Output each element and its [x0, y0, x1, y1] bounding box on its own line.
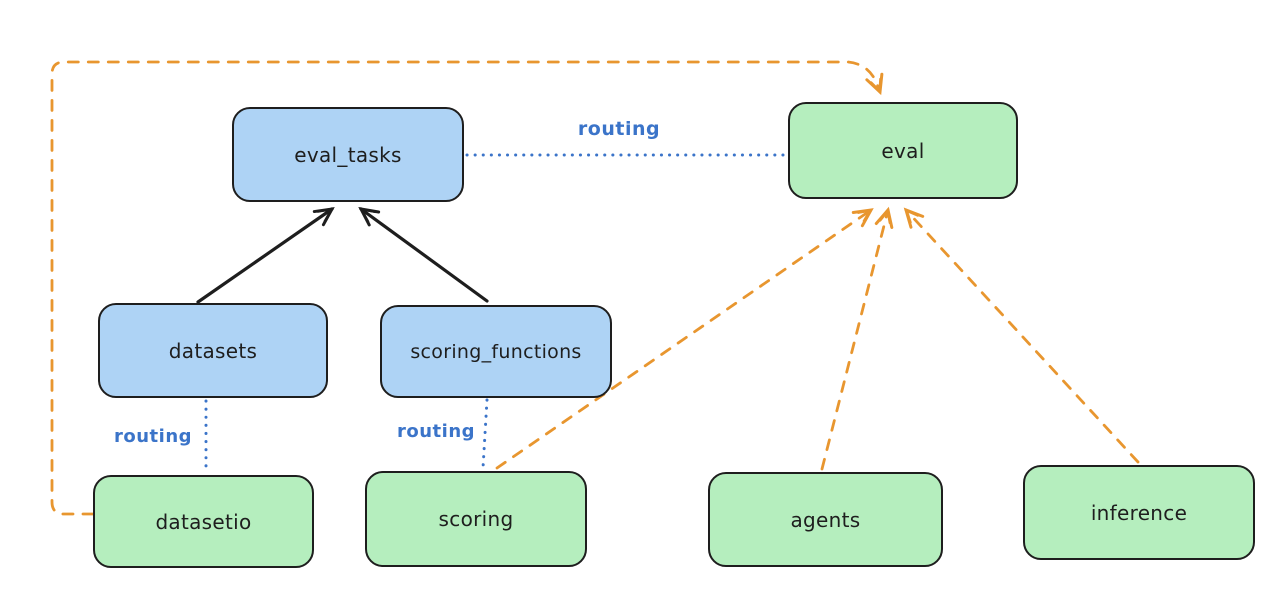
node-eval-tasks-label: eval_tasks	[294, 142, 402, 167]
node-scoring-functions: scoring_functions	[380, 305, 612, 398]
edge-inference-to-eval	[903, 207, 1140, 464]
node-eval: eval	[788, 102, 1018, 199]
node-agents-label: agents	[790, 507, 861, 532]
node-eval-tasks: eval_tasks	[232, 107, 464, 202]
edge-datasets-to-eval-tasks	[196, 207, 335, 304]
edge-agents-to-eval	[820, 206, 894, 471]
node-scoring-label: scoring	[438, 507, 514, 531]
edge-label-routing-eval-tasks-eval: routing	[577, 118, 661, 140]
node-datasetio-label: datasetio	[155, 509, 252, 534]
node-scoring: scoring	[365, 471, 587, 567]
edge-label-routing-scoring-functions-scoring: routing	[396, 421, 476, 442]
edge-routing-scoring-functions-to-scoring	[481, 398, 489, 470]
node-eval-label: eval	[881, 138, 925, 163]
edge-datasetio-to-eval	[50, 60, 884, 516]
edge-label-routing-datasets-datasetio: routing	[113, 426, 193, 447]
node-scoring-functions-label: scoring_functions	[410, 340, 582, 363]
edge-scoring-to-eval	[495, 208, 874, 470]
node-inference-label: inference	[1090, 500, 1188, 525]
edge-scoring-functions-to-eval-tasks	[358, 207, 489, 303]
node-datasets: datasets	[98, 303, 328, 398]
node-datasetio: datasetio	[93, 475, 314, 568]
node-datasets-label: datasets	[168, 338, 258, 363]
node-agents: agents	[708, 472, 943, 567]
node-inference: inference	[1023, 465, 1255, 560]
